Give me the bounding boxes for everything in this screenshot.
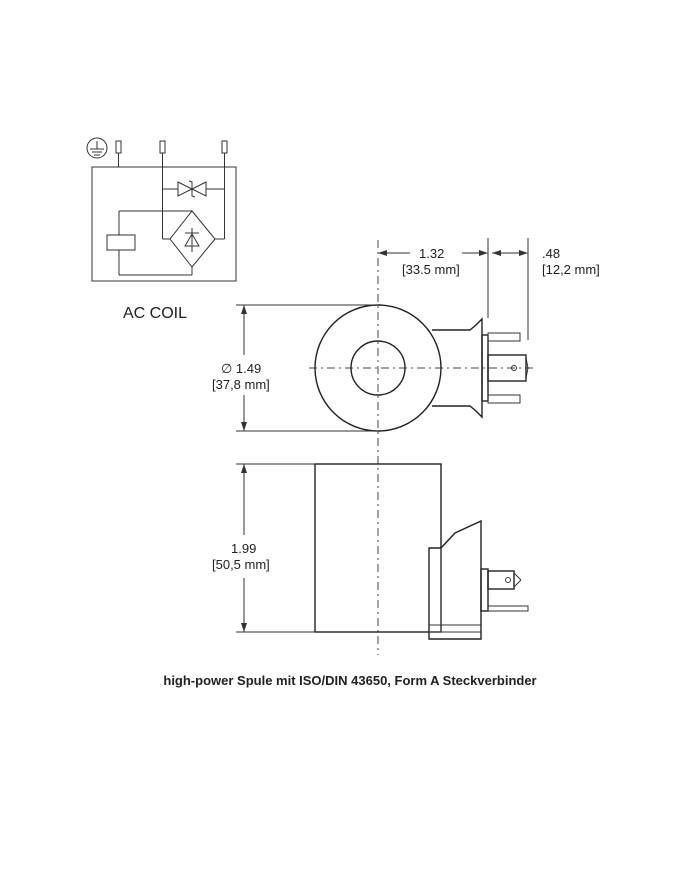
ac-coil-schematic: AC COIL	[86, 137, 237, 322]
coil-type-label: AC COIL	[123, 305, 187, 322]
coil-icon	[106, 234, 136, 251]
height-inch-label: 1.99	[231, 541, 256, 556]
ground-icon	[86, 137, 108, 159]
terminal-pins	[115, 140, 228, 167]
diameter-dimension	[236, 304, 378, 432]
width-inch-label: 1.32	[419, 246, 444, 261]
width-dimension	[378, 238, 529, 340]
schematic-wiring	[118, 167, 225, 276]
height-dimension	[236, 463, 315, 633]
schematic-housing	[91, 166, 237, 282]
diameter-inch-label: ∅ 1.49	[221, 361, 261, 376]
height-mm-label: [50,5 mm]	[212, 557, 270, 572]
coil-side-view: 1.99 [50,5 mm]	[212, 463, 529, 640]
diameter-mm-label: [37,8 mm]	[212, 377, 270, 392]
connector-blades	[481, 332, 529, 404]
side-connector-housing	[428, 519, 482, 640]
drawing-caption: high-power Spule mit ISO/DIN 43650, Form…	[163, 673, 537, 688]
coil-top-view: 1.32 [33.5 mm] .48 [12,2 mm] ∅ 1.49 [37,…	[212, 238, 600, 655]
connector-inch-label: .48	[542, 246, 560, 261]
side-connector-blades	[480, 568, 529, 612]
width-mm-label: [33.5 mm]	[402, 262, 460, 277]
connector-mm-label: [12,2 mm]	[542, 262, 600, 277]
coil-bore-circle	[350, 340, 406, 396]
rectifier-bridge-icon	[169, 210, 216, 268]
tvs-diode-icon	[177, 180, 207, 198]
